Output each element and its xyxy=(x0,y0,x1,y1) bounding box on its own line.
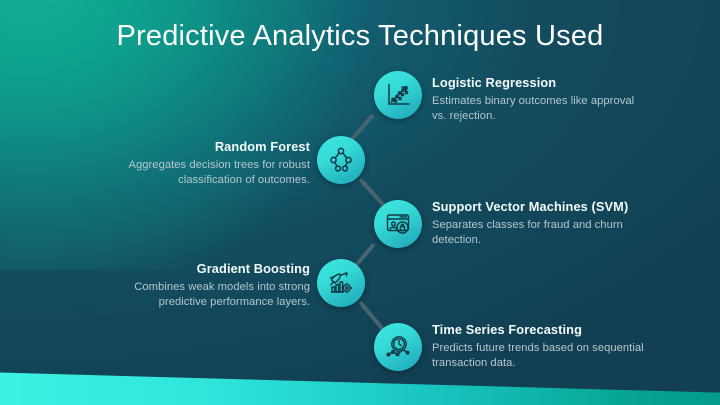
step-description: Estimates binary outcomes like approval … xyxy=(432,95,635,122)
step-text-support-vector-machines: Support Vector Machines (SVM) Separates … xyxy=(432,199,660,248)
step-text-time-series-forecasting: Time Series Forecasting Predicts future … xyxy=(432,322,647,371)
node-random-forest[interactable] xyxy=(317,136,365,184)
clock-trendline-icon xyxy=(384,333,412,361)
secure-window-lock-icon xyxy=(384,210,412,238)
decision-tree-icon xyxy=(327,146,355,174)
step-title: Logistic Regression xyxy=(432,75,557,90)
step-text-logistic-regression: Logistic Regression Estimates binary out… xyxy=(432,75,647,124)
step-title: Random Forest xyxy=(214,139,310,154)
step-title: Gradient Boosting xyxy=(196,261,310,276)
node-logistic-regression[interactable] xyxy=(374,71,422,119)
step-text-gradient-boosting: Gradient Boosting Combines weak models i… xyxy=(95,261,310,310)
node-gradient-boosting[interactable] xyxy=(317,259,365,307)
page-title: Predictive Analytics Techniques Used xyxy=(116,20,604,52)
node-support-vector-machines[interactable] xyxy=(374,200,422,248)
node-time-series-forecasting[interactable] xyxy=(374,323,422,371)
rocket-growth-gear-icon xyxy=(327,269,355,297)
step-text-random-forest: Random Forest Aggregates decision trees … xyxy=(95,139,310,188)
step-description: Aggregates decision trees for robust cla… xyxy=(128,159,310,186)
step-description: Predicts future trends based on sequenti… xyxy=(432,342,644,369)
step-title: Support Vector Machines (SVM) xyxy=(432,199,629,214)
step-description: Separates classes for fraud and churn de… xyxy=(432,219,623,246)
scatter-plot-trend-icon xyxy=(384,81,412,109)
step-description: Combines weak models into strong predict… xyxy=(134,281,310,308)
step-title: Time Series Forecasting xyxy=(432,322,583,337)
